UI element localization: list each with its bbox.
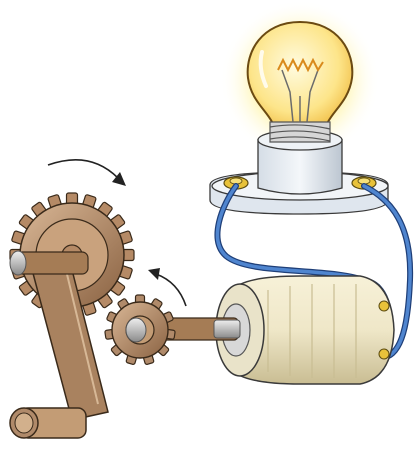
small-gear: [105, 295, 176, 365]
curved-arrow-icon: [48, 160, 118, 178]
arrowhead-small: [148, 268, 160, 280]
generator: [216, 276, 394, 384]
crank-handle: [10, 408, 86, 438]
